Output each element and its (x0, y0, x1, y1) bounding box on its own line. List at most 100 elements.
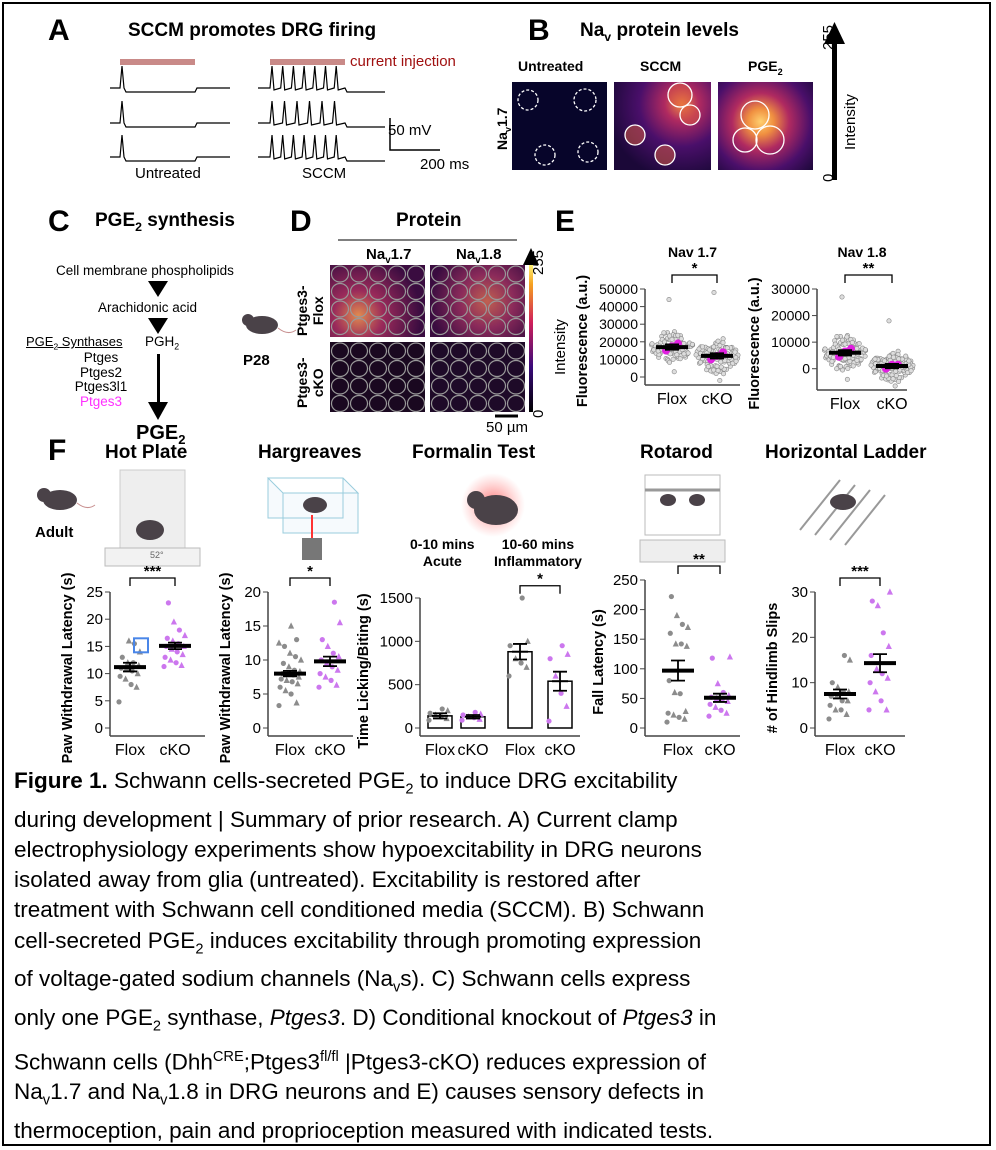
data-point (839, 698, 845, 704)
y-tick-label: 0 (253, 720, 261, 737)
scale-ms-label: 200 ms (420, 156, 470, 173)
data-point (726, 653, 733, 660)
x-tick-label: Flox (830, 396, 860, 413)
sem-error-bar (873, 653, 887, 674)
data-point (834, 333, 840, 339)
data-point (874, 602, 881, 609)
data-point (834, 366, 840, 372)
data-point (829, 680, 835, 686)
x-tick-label: Flox (825, 742, 855, 759)
cell-outline (487, 317, 507, 336)
data-point (294, 637, 300, 643)
pathway-product-pge2: PGE2 (136, 422, 186, 447)
data-point (128, 681, 134, 688)
data-point (333, 681, 340, 688)
cell-outline (349, 359, 369, 378)
caption-segment: 1.7 and Na (50, 1079, 161, 1105)
y-tick-label: 30000 (599, 316, 638, 332)
data-point (289, 679, 295, 685)
data-point (295, 673, 302, 680)
data-point (283, 676, 290, 683)
cell-outline (449, 317, 469, 336)
data-point (830, 354, 836, 360)
mouse-icon-adult (37, 488, 96, 510)
cell-outline (406, 377, 426, 395)
cell-outline (487, 282, 507, 301)
caption-segment: v (392, 979, 401, 996)
data-point (712, 703, 719, 710)
y-tick-label: 20 (86, 611, 103, 628)
formalin-illustration (461, 473, 525, 537)
row-nav17: Nav1.7 (494, 107, 513, 150)
trace-untreated (110, 65, 230, 93)
cell-outline (387, 359, 407, 378)
colorbar-d-arrow (523, 248, 539, 265)
y-tick-label: 1000 (380, 633, 413, 650)
data-point (843, 710, 850, 717)
sem-error-bar (123, 661, 137, 673)
data-point (693, 352, 699, 358)
test-title-hotplate: Hot Plate (105, 442, 188, 463)
significance-bracket (844, 274, 893, 283)
cell-outline (330, 300, 350, 318)
test-title-rotarod: Rotarod (640, 442, 713, 463)
caption-segment: v (42, 1092, 51, 1109)
sem-error-bar (513, 643, 527, 661)
cell-outline (387, 394, 407, 413)
cell-outline (430, 300, 450, 318)
significance-stars: *** (851, 563, 869, 580)
panel-b-label: B (528, 14, 550, 47)
cell-outline (368, 342, 388, 360)
data-point (116, 699, 122, 705)
y-tick-label: 150 (613, 631, 638, 648)
data-point (675, 332, 681, 338)
cell-outline (387, 342, 407, 360)
data-point (676, 714, 682, 720)
y-tick-label: 10000 (599, 351, 638, 367)
data-point (427, 710, 433, 716)
y-tick-label: 25 (86, 584, 103, 601)
data-point (661, 330, 667, 336)
cell-outline (468, 377, 488, 395)
cell-outline (487, 394, 507, 413)
data-point (885, 642, 892, 649)
data-point (908, 368, 914, 374)
data-point (518, 660, 524, 666)
x-tick-label: cKO (314, 742, 345, 759)
cell-outline (406, 282, 426, 301)
data-point (827, 702, 833, 708)
caption-line: Schwann cells (DhhCRE;Ptges3fl/fl |Ptges… (14, 1042, 984, 1078)
data-point (563, 702, 570, 709)
data-point (666, 678, 672, 684)
hotplate-illustration (104, 469, 201, 567)
data-point (684, 623, 691, 630)
cell-outline (468, 342, 488, 360)
data-point (670, 711, 677, 718)
cell-outline (468, 394, 488, 413)
data-point (278, 676, 284, 682)
data-point (842, 341, 848, 347)
caption-line: Figure 1. Schwann cells-secreted PGE2 to… (14, 766, 984, 805)
x-tick-label: Flox (663, 742, 693, 759)
cell-outline (368, 300, 388, 318)
cell-outline (430, 359, 450, 378)
cell-outline (449, 377, 469, 395)
data-point (672, 640, 679, 647)
data-point (507, 643, 513, 649)
cell-outline (449, 300, 469, 318)
data-point (883, 706, 890, 713)
y-tick-label: 30000 (771, 281, 810, 297)
data-point (822, 346, 828, 352)
data-point (667, 359, 673, 365)
x-tick-label: Flox (657, 391, 687, 408)
data-point (732, 349, 738, 355)
cell-outline (506, 394, 526, 413)
data-point (275, 639, 283, 646)
cell-outline (449, 282, 469, 301)
data-point (858, 357, 864, 363)
cell-outline (406, 359, 426, 378)
cell-outline (406, 394, 426, 413)
scale-bar-a (389, 118, 440, 151)
